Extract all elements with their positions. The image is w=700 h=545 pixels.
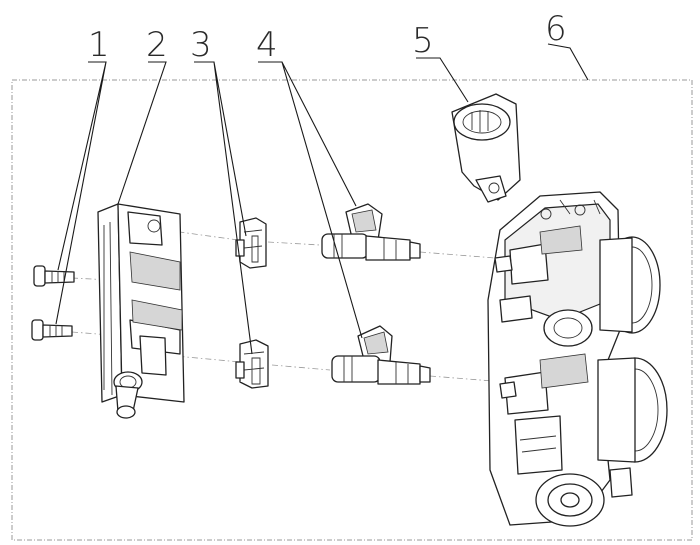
bolt-upper — [33, 265, 75, 287]
leader-6 — [547, 43, 589, 81]
leader-1 — [55, 61, 107, 325]
fuel-rail — [97, 203, 185, 419]
injector-clip-lower — [235, 339, 269, 389]
callout-labels: 1 2 3 4 5 6 — [88, 9, 567, 65]
bolt-lower — [31, 319, 73, 341]
callout-4: 4 — [256, 25, 278, 65]
callout-1: 1 — [88, 25, 110, 65]
leader-3 — [194, 61, 253, 355]
callout-2: 2 — [146, 25, 168, 65]
leader-lines — [55, 43, 589, 355]
leader-4 — [258, 61, 363, 339]
throttle-body — [487, 191, 668, 527]
callout-5: 5 — [412, 21, 434, 61]
throttle-position-sensor — [451, 93, 521, 203]
leader-5 — [416, 57, 469, 103]
fuel-injector-upper — [321, 203, 421, 261]
callout-6: 6 — [545, 9, 567, 49]
callout-3: 3 — [190, 25, 212, 65]
injector-clip-upper — [235, 217, 267, 269]
fuel-injector-lower — [331, 325, 431, 385]
leader-2 — [117, 61, 167, 205]
assembly-frame — [11, 79, 693, 541]
